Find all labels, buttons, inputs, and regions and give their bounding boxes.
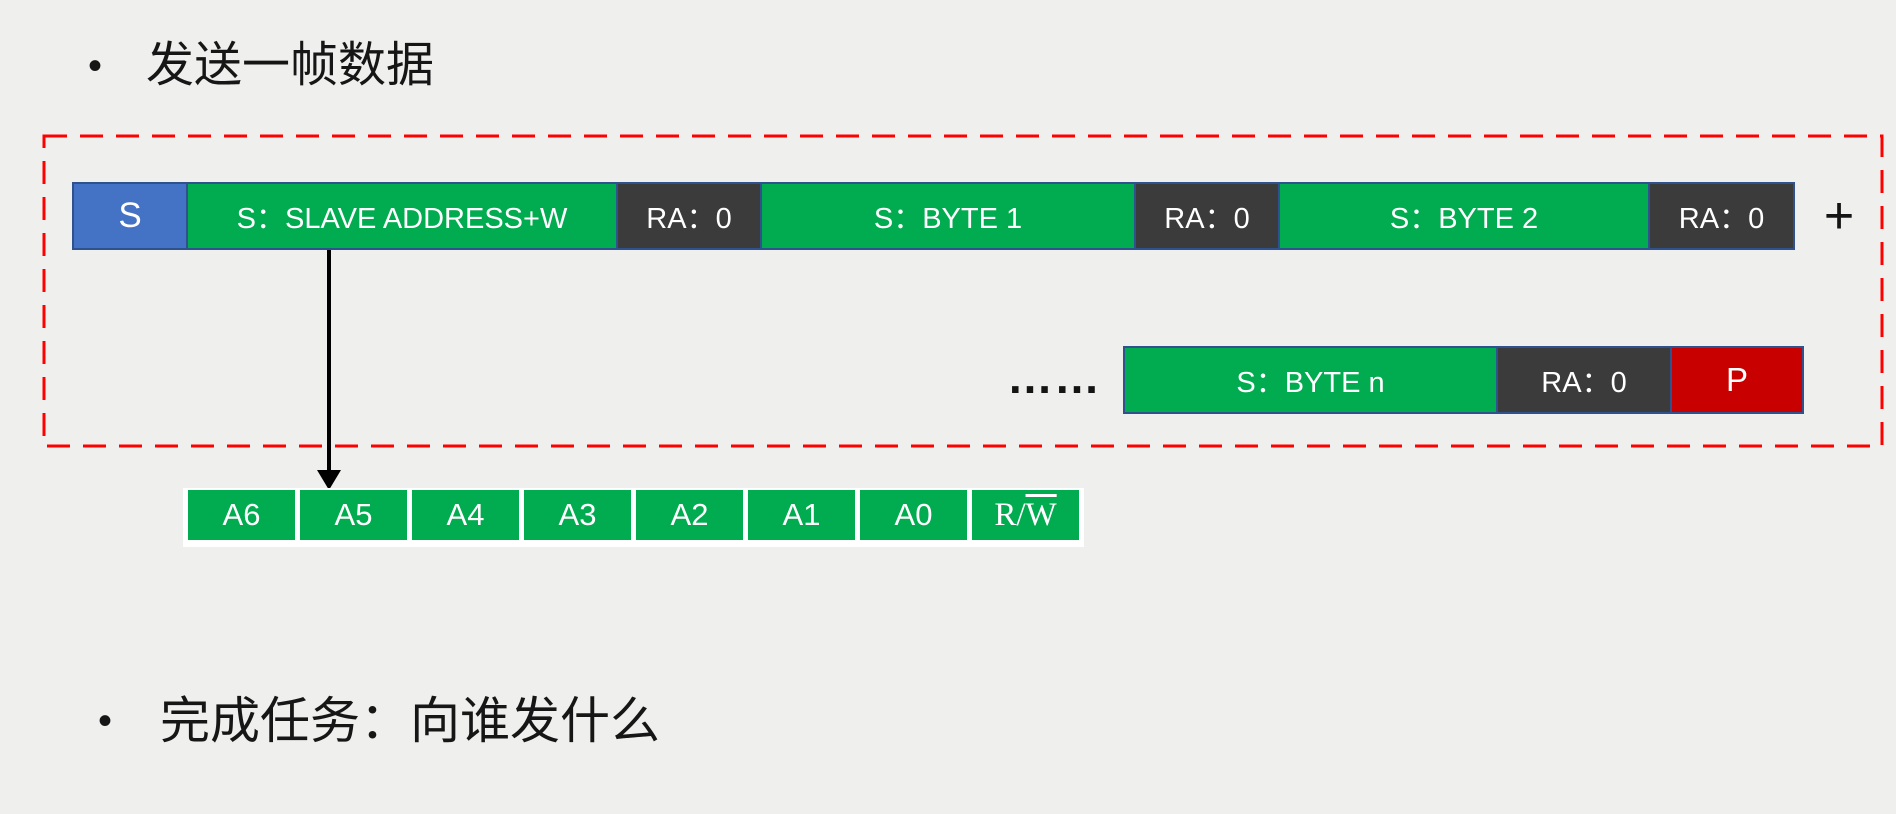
bullet-marker: • <box>88 44 103 88</box>
bit-cell-a2: A2 <box>636 490 743 540</box>
frame-dashed-boundary <box>42 134 1884 448</box>
ack-block-3: RA：0 <box>1648 182 1795 250</box>
byte1-block: S：BYTE 1 <box>760 182 1136 250</box>
rw-prefix: R/ <box>994 496 1026 533</box>
byte2-block: S：BYTE 2 <box>1278 182 1650 250</box>
bit-cell-a0: A0 <box>860 490 967 540</box>
bit-cell-rw: R/W <box>972 490 1079 540</box>
slave-address-block: S：SLAVE ADDRESS+W <box>186 182 618 250</box>
bullet-marker: • <box>98 699 113 743</box>
plus-sign: + <box>1823 187 1855 245</box>
task-line: • 完成任务：向谁发什么 <box>98 686 660 756</box>
frame-row-1: S S：SLAVE ADDRESS+W RA：0 S：BYTE 1 RA：0 S… <box>72 182 1795 250</box>
task-text: 完成任务：向谁发什么 <box>160 693 660 749</box>
ack-block-1: RA：0 <box>616 182 762 250</box>
bit-cell-a6: A6 <box>188 490 295 540</box>
ack-block-2: RA：0 <box>1134 182 1280 250</box>
title-line: • 发送一帧数据 <box>88 34 434 98</box>
bit-cell-a4: A4 <box>412 490 519 540</box>
bit-cell-a3: A3 <box>524 490 631 540</box>
arrow-line <box>327 250 331 472</box>
continuation-ellipsis: …… <box>1007 351 1101 403</box>
stop-condition-block: P <box>1670 346 1804 414</box>
bit-cell-a5: A5 <box>300 490 407 540</box>
arrow-head-icon <box>317 470 341 490</box>
slide-title: 发送一帧数据 <box>146 39 435 92</box>
byten-block: S：BYTE n <box>1123 346 1498 414</box>
address-bits-row: A6 A5 A4 A3 A2 A1 A0 R/W <box>183 488 1084 547</box>
frame-row-2: S：BYTE n RA：0 P <box>1123 346 1804 414</box>
start-condition-block: S <box>72 182 188 250</box>
bit-cell-a1: A1 <box>748 490 855 540</box>
rw-letter-overline: W <box>1025 496 1057 533</box>
ack-block-n: RA：0 <box>1496 346 1672 414</box>
